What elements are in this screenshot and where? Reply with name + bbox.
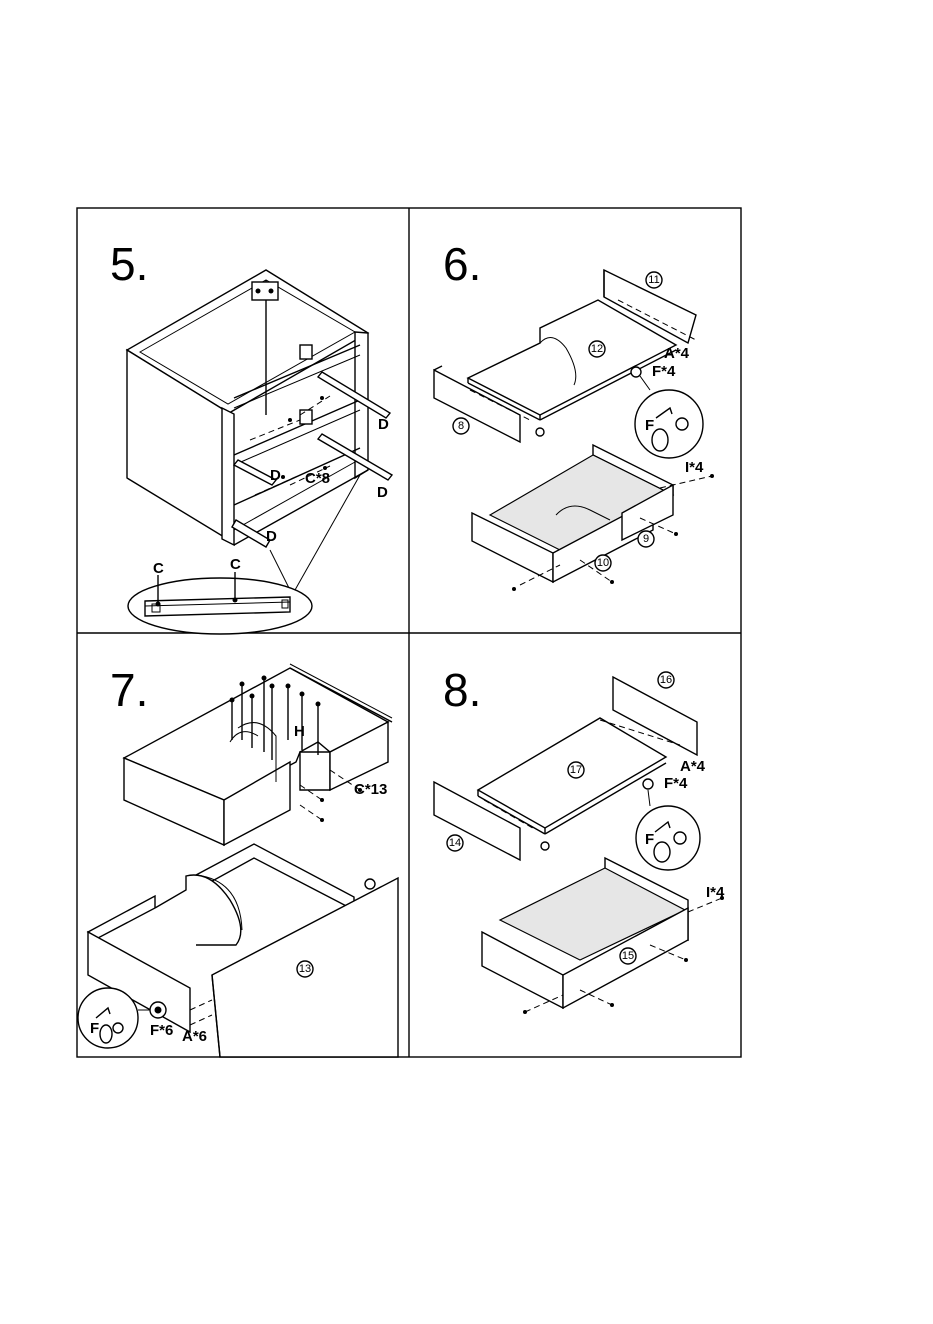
label-f-count: F*4: [664, 775, 688, 792]
label-f-zoom: F: [645, 831, 654, 848]
label-c-mid: C: [230, 556, 241, 573]
svg-text:8: 8: [458, 420, 464, 432]
part-9-callout: 9: [638, 531, 654, 547]
label-d-lower: D: [266, 528, 277, 545]
svg-text:17: 17: [570, 764, 582, 776]
part-12-callout: 12: [589, 341, 605, 357]
part-13-callout: 13: [297, 961, 313, 977]
label-c-left: C: [153, 560, 164, 577]
step-6-number: 6.: [443, 238, 481, 290]
label-d-right: D: [377, 484, 388, 501]
drawer-8-box: [482, 858, 724, 1014]
label-d-middle: D: [270, 467, 281, 484]
part-17-callout: 17: [568, 762, 584, 778]
label-h: H: [294, 723, 305, 740]
label-d-upper: D: [378, 416, 389, 433]
step-5-panel: 5.: [110, 238, 392, 634]
svg-text:10: 10: [597, 557, 609, 569]
drawer-7-box: [78, 844, 398, 1057]
label-f-count: F*6: [150, 1022, 173, 1039]
label-i-count: I*4: [685, 459, 704, 476]
label-f-zoom: F: [645, 417, 654, 434]
step-7-panel: 7.: [78, 664, 398, 1057]
step-8-panel: 8.: [434, 664, 725, 1014]
part-8-callout: 8: [453, 418, 469, 434]
svg-text:16: 16: [660, 674, 672, 686]
part-11-callout: 11: [646, 272, 662, 288]
svg-text:14: 14: [449, 837, 461, 849]
svg-text:11: 11: [648, 274, 659, 286]
label-a-count: A*6: [182, 1028, 207, 1045]
part-10-callout: 10: [595, 555, 611, 571]
label-f-count: F*4: [652, 363, 676, 380]
cabinet-drawing: [127, 270, 392, 590]
label-a-count: A*4: [664, 345, 690, 362]
svg-text:13: 13: [299, 963, 311, 975]
runner-detail-zoom: [128, 572, 312, 634]
svg-text:9: 9: [643, 533, 649, 545]
label-a-count: A*4: [680, 758, 706, 775]
part-15-callout: 15: [620, 948, 636, 964]
step-5-number: 5.: [110, 238, 148, 290]
drawer-7-frame: [124, 664, 392, 845]
part-14-callout: 14: [447, 835, 463, 851]
label-c-count: C*13: [354, 781, 387, 798]
step-6-panel: 6.: [434, 238, 714, 591]
label-f-zoom: F: [90, 1020, 99, 1037]
step-7-number: 7.: [110, 664, 148, 716]
drawer-6-box: [472, 445, 714, 591]
part-16-callout: 16: [658, 672, 674, 688]
step-8-number: 8.: [443, 664, 481, 716]
svg-text:12: 12: [591, 343, 603, 355]
svg-text:15: 15: [622, 950, 634, 962]
label-i-count: I*4: [706, 884, 725, 901]
label-c-count: C*8: [305, 470, 330, 487]
